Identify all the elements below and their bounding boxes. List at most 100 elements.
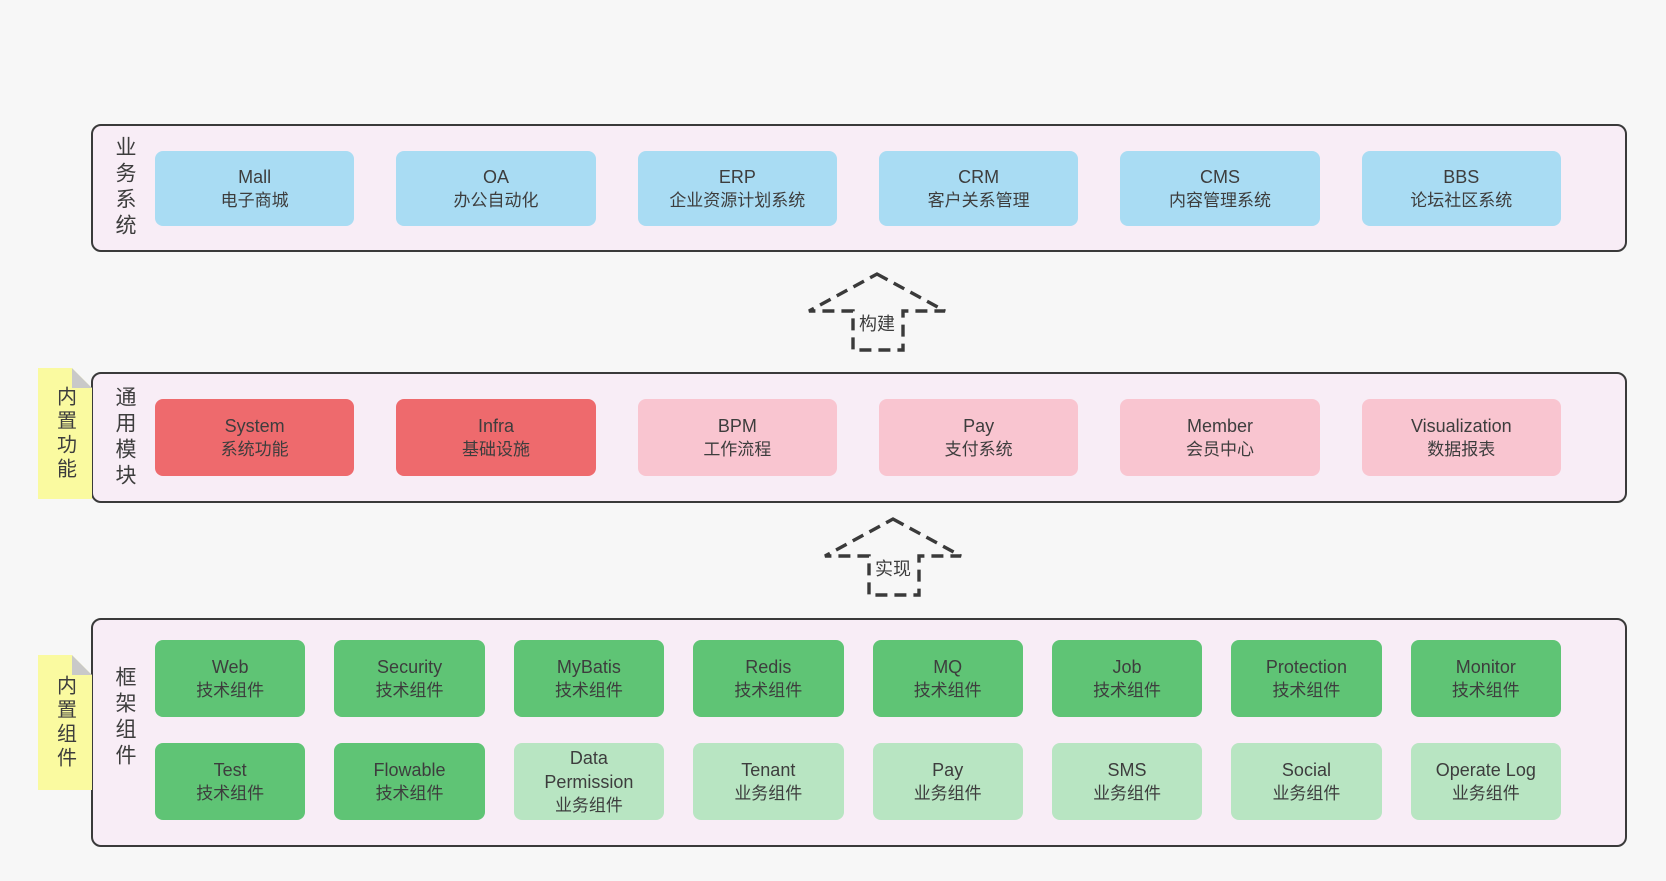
box-subtitle: 企业资源计划系统 [669,190,806,210]
box-subtitle: 系统功能 [220,439,289,459]
component-box-job: Job 技术组件 [1051,640,1203,717]
box-title: MQ [933,656,963,677]
component-box-data-permission: Data Permission 业务组件 [513,743,665,820]
box-title: System [224,415,285,436]
module-box-visualization: Visualization 数据报表 [1361,399,1561,476]
module-box-infra: Infra 基础设施 [396,399,596,476]
box-title: Data Permission [544,747,634,792]
component-box-pay: Pay 业务组件 [872,743,1023,820]
component-box-security: Security 技术组件 [334,640,485,717]
component-box-flowable: Flowable 技术组件 [334,743,485,820]
component-box-sms: SMS 业务组件 [1051,743,1203,820]
component-box-mq: MQ 技术组件 [872,640,1023,717]
box-title: Infra [477,415,514,436]
sticky-note-builtin-features: 内置功能 [38,368,92,499]
business-box-crm: CRM 客户关系管理 [878,151,1079,226]
box-subtitle: 客户关系管理 [927,190,1030,210]
box-title: ERP [718,166,756,187]
business-box-bbs: BBS 论坛社区系统 [1361,151,1561,226]
component-box-web: Web 技术组件 [155,640,306,717]
panel-common-modules: 通用模块 System 系统功能 Infra 基础设施 BPM 工作流程 Pay… [91,372,1627,503]
box-title: Mall [238,166,272,187]
dashed-up-arrow-icon [808,272,946,352]
box-title: Flowable [373,759,446,780]
box-title: Operate Log [1435,759,1536,780]
module-box-system: System 系统功能 [155,399,355,476]
business-box-oa: OA 办公自动化 [396,151,596,226]
module-box-pay: Pay 支付系统 [878,399,1079,476]
component-box-test: Test 技术组件 [155,743,306,820]
box-subtitle: 基础设施 [461,439,530,459]
module-box-bpm: BPM 工作流程 [637,399,837,476]
box-title: Visualization [1410,415,1512,436]
box-title: Web [211,656,249,677]
box-subtitle: 技术组件 [1272,680,1341,700]
box-subtitle: 工作流程 [703,439,772,459]
panel-label-business-systems: 业务系统 [113,136,136,240]
business-box-mall: Mall 电子商城 [155,151,355,226]
box-title: Test [213,759,247,780]
build-arrow: 构建 [806,271,948,353]
box-title: Protection [1265,656,1347,677]
sticky-note-builtin-components: 内置组件 [38,655,92,790]
component-row-2: Test 技术组件 Flowable 技术组件 Data Permission … [155,743,1561,820]
component-box-monitor: Monitor 技术组件 [1410,640,1561,717]
box-title: Tenant [741,759,796,780]
component-box-tenant: Tenant 业务组件 [693,743,844,820]
box-subtitle: 技术组件 [913,680,982,700]
box-title: Social [1281,759,1331,780]
component-box-operate-log: Operate Log 业务组件 [1410,743,1561,820]
business-box-cms: CMS 内容管理系统 [1120,151,1320,226]
box-title: CMS [1199,166,1240,187]
box-subtitle: 论坛社区系统 [1410,190,1513,210]
box-title: Job [1112,656,1142,677]
panel-label-common-modules: 通用模块 [113,385,136,490]
box-subtitle: 技术组件 [375,680,444,700]
business-box-erp: ERP 企业资源计划系统 [637,151,837,226]
build-arrow-label: 构建 [856,310,898,336]
component-box-mybatis: MyBatis 技术组件 [513,640,665,717]
box-subtitle: 电子商城 [220,190,289,210]
box-title: BBS [1443,166,1480,187]
box-subtitle: 技术组件 [375,783,444,803]
box-subtitle: 支付系统 [944,439,1013,459]
module-box-member: Member 会员中心 [1120,399,1320,476]
business-boxes-row: Mall 电子商城 OA 办公自动化 ERP 企业资源计划系统 CRM 客户关系… [155,151,1561,226]
box-title: OA [482,166,509,187]
box-subtitle: 技术组件 [554,680,623,700]
box-subtitle: 数据报表 [1427,439,1496,459]
box-title: Pay [963,415,995,436]
box-title: Monitor [1455,656,1516,677]
panel-framework-components: 框架组件 Web 技术组件 Security 技术组件 MyBatis 技术组件… [91,618,1627,847]
box-subtitle: 办公自动化 [453,190,539,210]
implement-arrow: 实现 [822,516,964,598]
panel-label-framework-components: 框架组件 [113,666,136,770]
implement-arrow-label: 实现 [872,555,914,581]
box-subtitle: 技术组件 [1451,680,1520,700]
box-subtitle: 业务组件 [1272,783,1341,803]
panel-business-systems: 业务系统 Mall 电子商城 OA 办公自动化 ERP 企业资源计划系统 CRM… [91,124,1627,252]
box-title: BPM [717,415,757,436]
box-title: CRM [958,166,1000,187]
dashed-up-arrow-icon [824,517,962,597]
component-box-social: Social 业务组件 [1231,743,1382,820]
box-subtitle: 技术组件 [734,680,803,700]
box-title: Security [377,656,443,677]
box-title: SMS [1107,759,1147,780]
component-row-1: Web 技术组件 Security 技术组件 MyBatis 技术组件 Redi… [155,640,1561,717]
box-subtitle: 业务组件 [1093,783,1162,803]
component-box-redis: Redis 技术组件 [693,640,844,717]
box-title: Pay [932,759,964,780]
box-title: Member [1186,415,1253,436]
box-subtitle: 业务组件 [734,783,803,803]
component-rows: Web 技术组件 Security 技术组件 MyBatis 技术组件 Redi… [155,640,1561,820]
box-title: Redis [745,656,792,677]
box-subtitle: 技术组件 [1093,680,1162,700]
box-subtitle: 业务组件 [1451,783,1520,803]
box-title: MyBatis [556,656,621,677]
component-box-protection: Protection 技术组件 [1231,640,1382,717]
box-subtitle: 会员中心 [1185,439,1254,459]
box-subtitle: 技术组件 [196,680,265,700]
box-subtitle: 业务组件 [554,795,623,815]
